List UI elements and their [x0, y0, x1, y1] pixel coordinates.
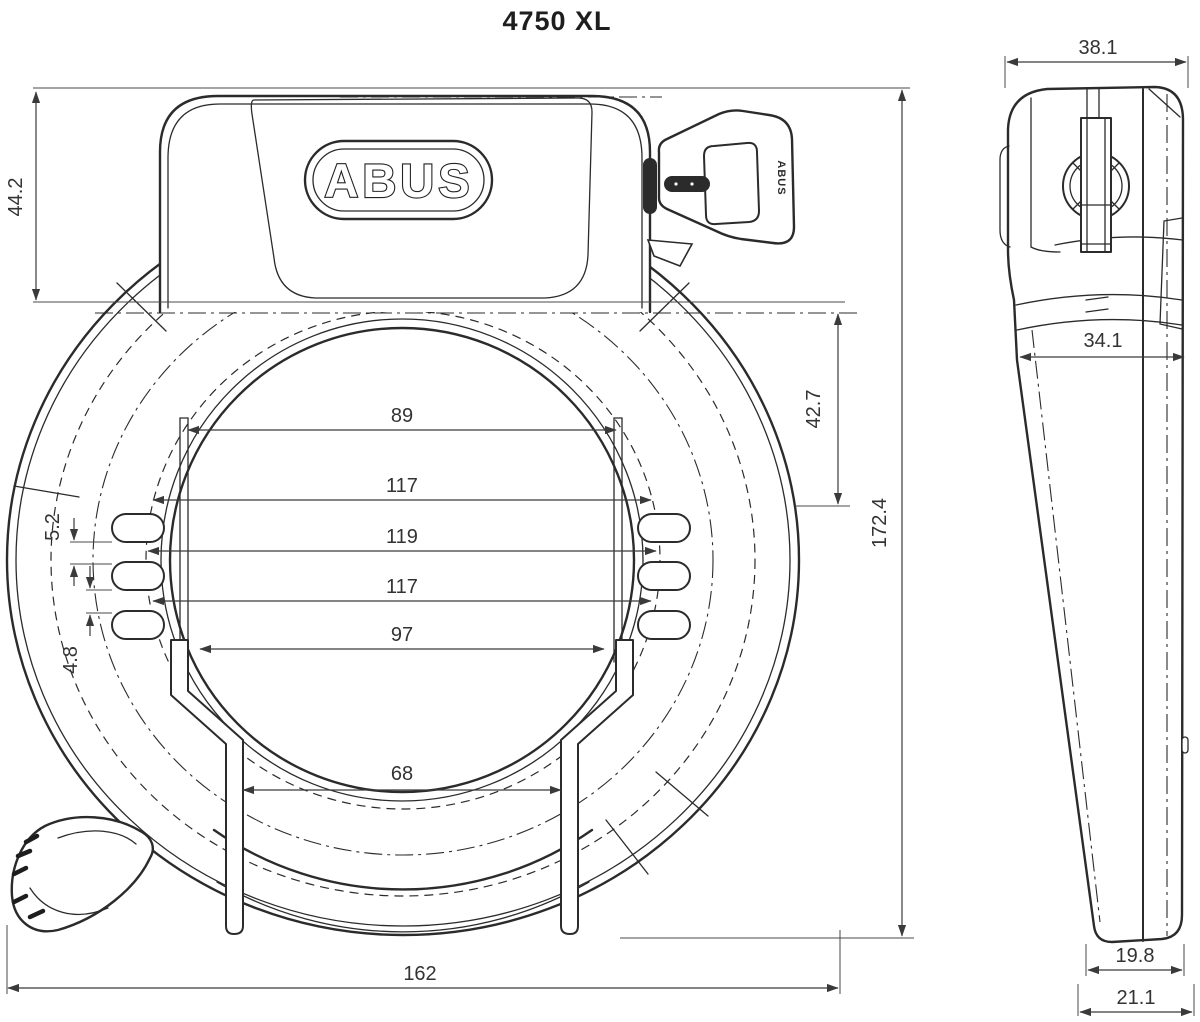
key-brand-text: ABUS — [775, 160, 787, 195]
dim-slot-span-lower: 117 — [386, 576, 418, 598]
side-view — [999, 85, 1189, 944]
dim-foot-depth: 19.8 — [1116, 945, 1155, 967]
channel-centerline — [92, 264, 714, 856]
drawing-title: 4750 XL — [502, 6, 611, 36]
upper-guide-plates — [179, 417, 623, 663]
key: ABUS — [643, 109, 796, 267]
mouth-plate-right — [560, 639, 634, 935]
side-outline — [1006, 85, 1185, 944]
side-centerline-slanted — [1031, 329, 1101, 923]
dim-overall-width: 162 — [403, 963, 436, 985]
shackle-edge-upper — [212, 828, 594, 891]
dim-upper-inner-width: 89 — [391, 405, 413, 427]
lever-knurling — [11, 833, 46, 920]
front-dimensions: 44.2 89 117 119 117 97 5.2 4.8 68 162 42… — [5, 87, 914, 994]
logo-recess — [250, 97, 593, 299]
ring-opening — [168, 326, 636, 794]
dim-base-depth: 21.1 — [1117, 987, 1156, 1009]
dim-mouth-width: 68 — [391, 763, 413, 785]
ring-opening-edge-outer — [160, 318, 644, 802]
side-details — [999, 88, 1189, 754]
front-view: ABUS ABUS — [5, 94, 860, 937]
key-blade-slot — [664, 176, 710, 192]
abus-logo: ABUS — [303, 139, 494, 221]
dim-housing-height: 44.2 — [5, 178, 27, 217]
mouth-plate-left — [170, 639, 244, 935]
dim-body-depth: 34.1 — [1084, 330, 1123, 352]
dim-overall-height: 172.4 — [869, 498, 891, 548]
dim-slot-span-upper: 117 — [386, 475, 418, 497]
shackle-edge-lower — [216, 881, 590, 933]
side-dimensions: 38.1 34.1 19.8 21.1 — [1004, 37, 1195, 1017]
dim-overall-depth: 38.1 — [1079, 37, 1118, 59]
key-grip — [702, 141, 761, 226]
dim-slot-gap-lower: 4.8 — [60, 646, 82, 674]
dim-center-offset: 42.7 — [803, 390, 825, 429]
top-housing: ABUS — [158, 94, 652, 314]
key-shaft — [1080, 88, 1112, 253]
operating-lever — [10, 815, 154, 933]
key-entry — [643, 158, 657, 214]
dim-slot-gap-upper: 5.2 — [42, 513, 64, 541]
dim-slot-span-bottom: 97 — [391, 624, 413, 646]
dim-slot-span-middle: 119 — [386, 526, 418, 548]
spoke-slots — [111, 513, 691, 640]
abus-logo-text: ABUS — [324, 154, 473, 207]
key-flap — [646, 239, 694, 267]
